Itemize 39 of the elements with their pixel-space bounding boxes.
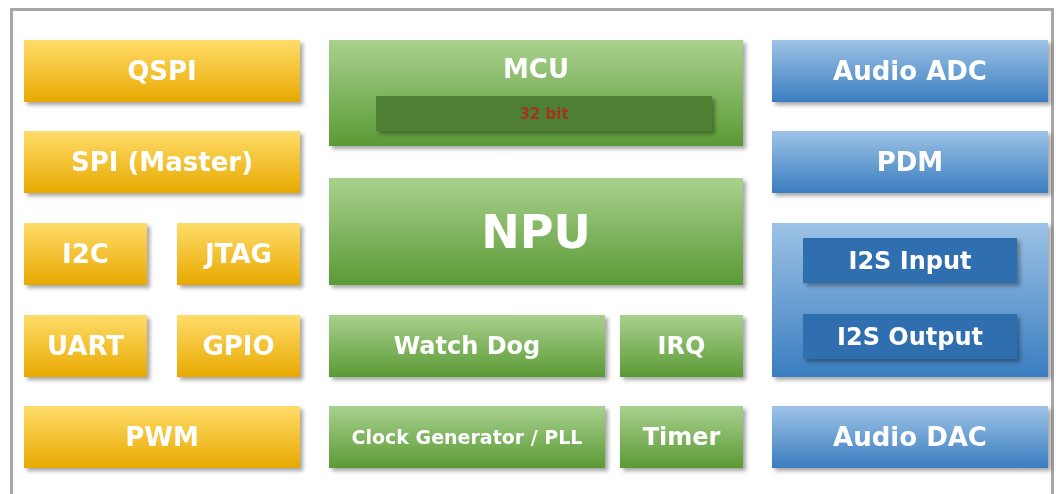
- block-label: MCU: [502, 54, 570, 84]
- block-label: Audio DAC: [833, 422, 987, 452]
- interface-block: [177, 315, 300, 377]
- block-label: I2C: [62, 239, 109, 269]
- core-block: [329, 40, 743, 146]
- block-label: JTAG: [205, 239, 272, 269]
- sub-block: [376, 96, 712, 131]
- block-label: 32 bit: [519, 104, 569, 123]
- block-label: GPIO: [202, 331, 275, 361]
- block-label: I2S Output: [837, 322, 983, 351]
- block-label: Clock Generator / PLL: [351, 426, 583, 448]
- sub-block: [803, 238, 1017, 283]
- interface-block: [24, 40, 300, 102]
- core-block: [620, 315, 743, 377]
- block-label: Watch Dog: [393, 332, 541, 360]
- block-label: SPI (Master): [70, 147, 254, 177]
- interface-block: [177, 223, 300, 285]
- block-label: I2S Input: [848, 246, 972, 275]
- group-panel: [772, 223, 1048, 377]
- audio-block: [772, 406, 1048, 468]
- core-block: [329, 178, 743, 285]
- interface-block: [24, 223, 147, 285]
- core-block: [329, 315, 605, 377]
- block-label: Timer: [642, 423, 721, 451]
- interface-block: [24, 131, 300, 193]
- audio-block: [772, 131, 1048, 193]
- audio-block: [772, 40, 1048, 102]
- block-label: PDM: [876, 147, 944, 177]
- interface-block: [24, 406, 300, 468]
- block-label: NPU: [481, 204, 591, 259]
- interface-block: [24, 315, 147, 377]
- sub-block: [803, 314, 1017, 359]
- block-label: IRQ: [657, 332, 706, 360]
- block-label: UART: [47, 331, 124, 361]
- block-label: PWM: [125, 422, 199, 452]
- block-label: QSPI: [127, 56, 197, 86]
- core-block: [329, 406, 605, 468]
- block-label: Audio ADC: [833, 56, 987, 86]
- core-block: [620, 406, 743, 468]
